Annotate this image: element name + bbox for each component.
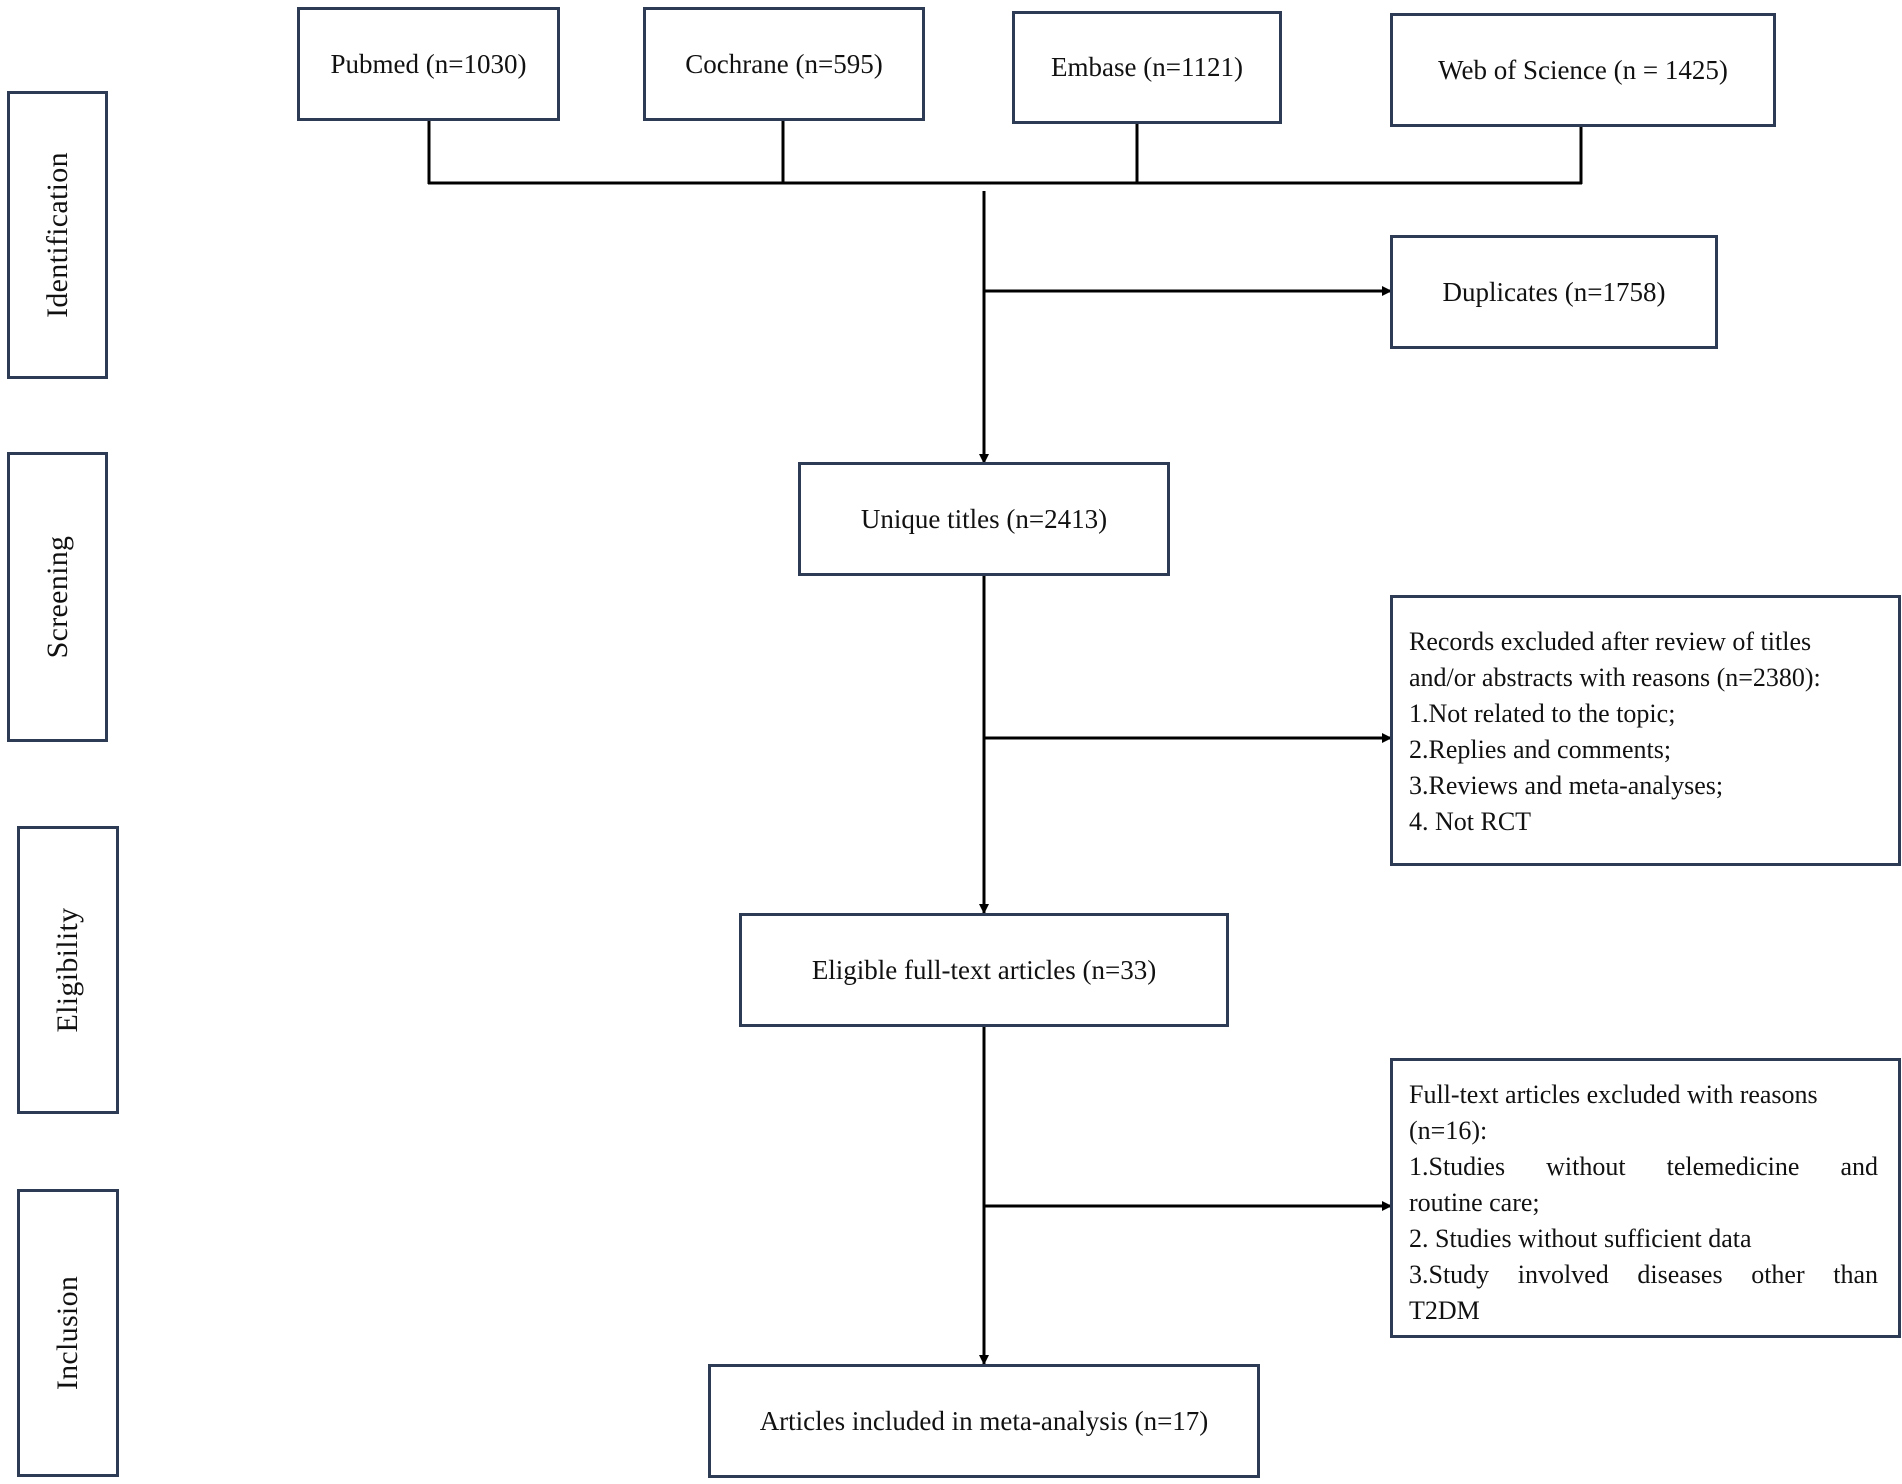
records-excluded-line: and/or abstracts with reasons (n=2380): xyxy=(1409,663,1821,692)
stage-screening-label: Screening xyxy=(40,535,74,659)
source-embase-label: Embase (n=1121) xyxy=(1051,52,1243,83)
included-articles-box: Articles included in meta-analysis (n=17… xyxy=(708,1364,1260,1478)
stage-identification: Identification xyxy=(7,91,108,379)
fulltext-excluded-reason: 2. Studies without sufficient data xyxy=(1409,1224,1752,1253)
stage-eligibility-label: Eligibility xyxy=(51,907,84,1033)
fulltext-excluded-line: (n=16): xyxy=(1409,1116,1488,1145)
fulltext-excluded-reason: routine care; xyxy=(1409,1188,1540,1217)
unique-titles-label: Unique titles (n=2413) xyxy=(860,503,1108,534)
source-cochrane-label: Cochrane (n=595) xyxy=(685,48,883,79)
stage-inclusion: Inclusion xyxy=(17,1189,119,1477)
source-pubmed-label: Pubmed (n=1030) xyxy=(330,48,527,79)
fulltext-excluded-reason: 3.Study involved diseases other than xyxy=(1409,1260,1878,1289)
source-web-of-science-label: Web of Science (n = 1425) xyxy=(1438,54,1728,85)
unique-titles-box: Unique titles (n=2413) xyxy=(798,462,1170,576)
records-excluded-reason: 3.Reviews and meta-analyses; xyxy=(1409,771,1724,800)
stage-screening: Screening xyxy=(7,452,108,742)
duplicates-box: Duplicates (n=1758) xyxy=(1390,235,1718,349)
stage-inclusion-label: Inclusion xyxy=(51,1275,84,1391)
fulltext-excluded-line: Full-text articles excluded with reasons xyxy=(1409,1080,1818,1109)
duplicates-label: Duplicates (n=1758) xyxy=(1442,276,1666,307)
records-excluded-reason: 1.Not related to the topic; xyxy=(1409,699,1676,728)
eligible-articles-label: Eligible full-text articles (n=33) xyxy=(811,954,1157,985)
source-web-of-science-box: Web of Science (n = 1425) xyxy=(1390,13,1776,127)
source-pubmed-box: Pubmed (n=1030) xyxy=(297,7,560,121)
fulltext-excluded-reason: 1.Studies without telemedicine and xyxy=(1409,1152,1878,1181)
stage-eligibility: Eligibility xyxy=(17,826,119,1114)
fulltext-excluded-box: Full-text articles excluded with reasons… xyxy=(1390,1058,1901,1338)
records-excluded-reason: 4. Not RCT xyxy=(1409,807,1532,836)
records-excluded-line: Records excluded after review of titles xyxy=(1409,627,1812,656)
stage-identification-label: Identification xyxy=(40,152,74,318)
fulltext-excluded-reason: T2DM xyxy=(1409,1296,1480,1325)
records-excluded-box: Records excluded after review of titles … xyxy=(1390,595,1901,866)
eligible-articles-box: Eligible full-text articles (n=33) xyxy=(739,913,1229,1027)
source-cochrane-box: Cochrane (n=595) xyxy=(643,7,925,121)
included-articles-label: Articles included in meta-analysis (n=17… xyxy=(759,1405,1209,1436)
records-excluded-reason: 2.Replies and comments; xyxy=(1409,735,1672,764)
source-embase-box: Embase (n=1121) xyxy=(1012,11,1282,124)
